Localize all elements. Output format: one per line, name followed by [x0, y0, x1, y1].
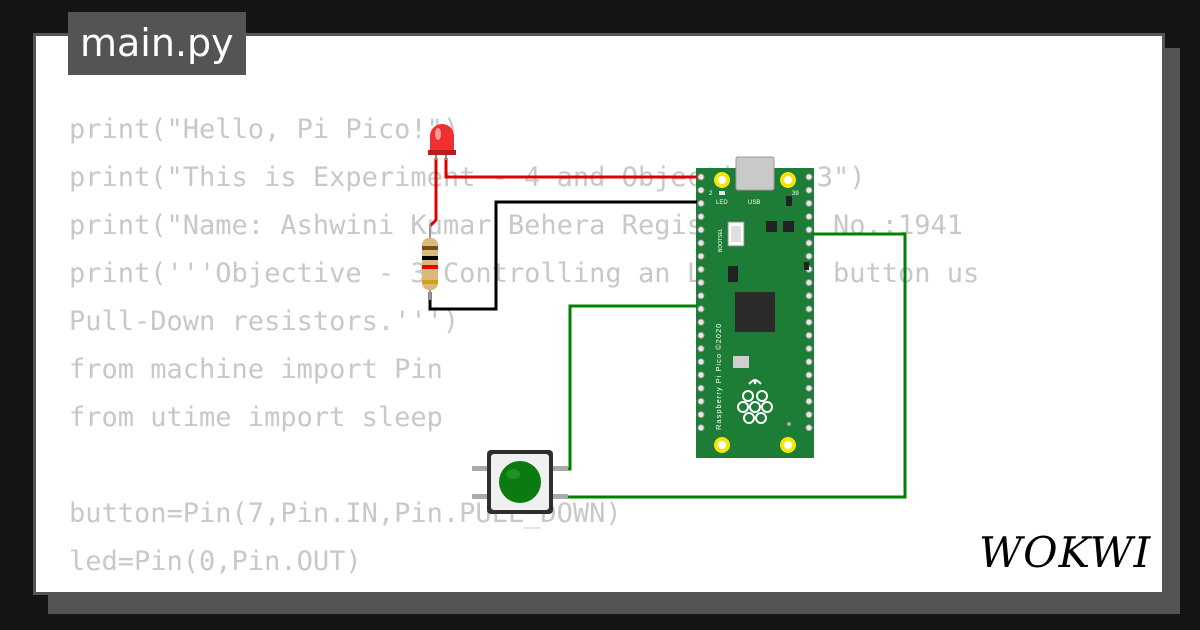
header-pin[interactable]	[805, 318, 813, 326]
resistor-band	[422, 256, 438, 260]
pushbutton-icon[interactable]	[472, 450, 568, 514]
header-pin[interactable]	[697, 305, 705, 313]
header-pin[interactable]	[697, 186, 705, 194]
header-pin[interactable]	[805, 424, 813, 432]
header-pin[interactable]	[697, 239, 705, 247]
header-pin[interactable]	[697, 173, 705, 181]
button-cap	[499, 461, 541, 503]
pi-pico-board-icon[interactable]: 2 39 LED USB BOOTSEL Raspberry Pi Pico ©…	[696, 156, 814, 458]
resistor-icon[interactable]	[422, 224, 438, 300]
mount-hole-center	[784, 176, 792, 184]
resistor-body	[422, 238, 438, 290]
led-highlight	[435, 128, 441, 140]
code-line: print("This is Experiment - 4 and Object…	[69, 162, 866, 193]
header-pin[interactable]	[697, 199, 705, 207]
crystal	[728, 266, 738, 282]
test-point	[787, 422, 791, 426]
header-pin[interactable]	[805, 345, 813, 353]
mount-hole-center	[784, 441, 792, 449]
button-lead	[472, 494, 488, 499]
raspberry-logo-icon	[737, 379, 773, 424]
header-pin[interactable]	[805, 199, 813, 207]
red-led-icon[interactable]	[428, 124, 456, 160]
wire-red-led-resistor[interactable]	[428, 158, 438, 228]
header-pin[interactable]	[805, 186, 813, 194]
board-silkscreen: Raspberry Pi Pico ©2020	[714, 323, 723, 430]
smd-part-light	[733, 356, 749, 368]
header-pin[interactable]	[805, 384, 813, 392]
bootsel-button-face	[731, 226, 741, 242]
wire-red[interactable]	[444, 158, 697, 179]
header-pin[interactable]	[805, 358, 813, 366]
header-pin[interactable]	[697, 292, 705, 300]
led-rim	[428, 150, 456, 155]
bootsel-label: BOOTSEL	[718, 228, 724, 252]
header-pin[interactable]	[697, 397, 705, 405]
smd-chip	[783, 221, 794, 232]
wire-black[interactable]	[428, 200, 697, 311]
resistor-band	[422, 246, 438, 250]
header-pin[interactable]	[805, 397, 813, 405]
header-pin[interactable]	[805, 252, 813, 260]
header-pin[interactable]	[805, 279, 813, 287]
code-line: Pull-Down resistors.''')	[69, 306, 460, 337]
button-cap-highlight	[506, 469, 520, 479]
header-pin[interactable]	[805, 226, 813, 234]
header-pin[interactable]	[697, 424, 705, 432]
header-pin[interactable]	[697, 371, 705, 379]
code-card: print("Hello, Pi Pico!") print("This is E…	[33, 33, 1165, 595]
resistor-band	[422, 280, 438, 284]
wire-green-button-gpio[interactable]	[555, 304, 697, 471]
header-pin[interactable]	[697, 411, 705, 419]
button-lead	[552, 466, 568, 471]
wire-green-button-power[interactable]	[555, 232, 907, 499]
header-pin[interactable]	[697, 213, 705, 221]
header-pin[interactable]	[697, 252, 705, 260]
header-pin[interactable]	[697, 279, 705, 287]
mount-hole-center	[718, 441, 726, 449]
header-pin[interactable]	[697, 384, 705, 392]
wokwi-logo: WOKWI	[979, 528, 1151, 575]
mount-hole-center	[718, 176, 726, 184]
pin-header	[697, 173, 813, 432]
usb-connector	[735, 156, 775, 191]
pin-label-left: 2	[709, 191, 713, 197]
usb-label: USB	[748, 200, 760, 206]
code-line: led=Pin(0,Pin.OUT)	[69, 546, 362, 577]
onboard-led	[719, 191, 725, 195]
header-pin[interactable]	[805, 292, 813, 300]
code-line: from machine import Pin	[69, 354, 443, 385]
button-lead	[552, 494, 568, 499]
button-lead	[472, 466, 488, 471]
header-pin[interactable]	[805, 331, 813, 339]
led-body	[430, 124, 454, 152]
header-pin[interactable]	[805, 173, 813, 181]
header-pin[interactable]	[697, 358, 705, 366]
header-pin[interactable]	[805, 213, 813, 221]
header-pin[interactable]	[805, 411, 813, 419]
resistor-band	[422, 265, 438, 269]
file-tab[interactable]: main.py	[68, 12, 246, 75]
code-line: from utime import sleep	[69, 402, 443, 433]
pin-label-right: 39	[792, 191, 799, 197]
header-pin[interactable]	[805, 239, 813, 247]
header-pin[interactable]	[697, 226, 705, 234]
smd-chip	[766, 221, 777, 232]
header-pin[interactable]	[697, 265, 705, 273]
rp2040-chip	[735, 292, 775, 332]
smd-part	[786, 196, 792, 206]
header-pin[interactable]	[697, 318, 705, 326]
code-line: print("Hello, Pi Pico!")	[69, 114, 460, 145]
smd-part	[804, 262, 809, 270]
header-pin[interactable]	[697, 331, 705, 339]
led-label: LED	[716, 200, 728, 206]
header-pin[interactable]	[805, 371, 813, 379]
wokwi-logo-text: WOKWI	[979, 528, 1151, 575]
header-pin[interactable]	[697, 345, 705, 353]
header-pin[interactable]	[805, 305, 813, 313]
